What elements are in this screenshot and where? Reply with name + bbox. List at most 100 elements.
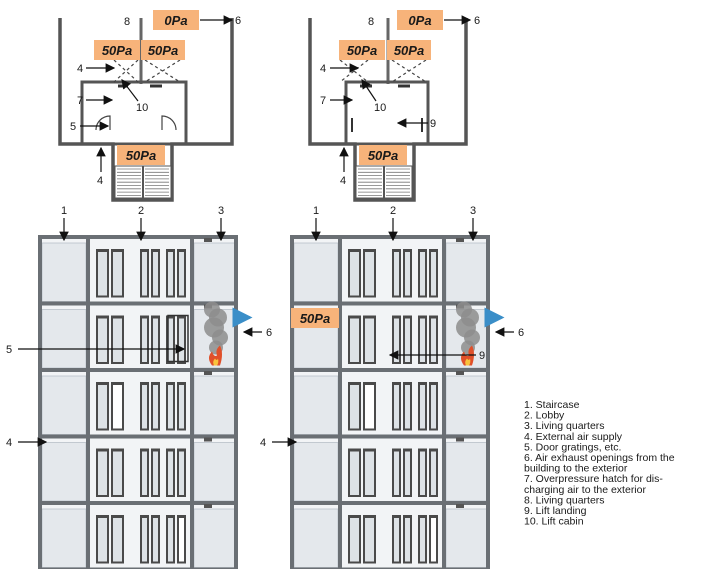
lobby-windows (96, 249, 186, 298)
plan-left-shaft-outline (58, 18, 234, 202)
plan-right-label-8: 8 (368, 16, 374, 28)
elev-left-label-4: 4 (6, 437, 12, 449)
svg-text:50Pa: 50Pa (347, 43, 377, 58)
svg-text:50Pa: 50Pa (300, 311, 330, 326)
plan-left-stair-pressure: 50Pa (117, 145, 165, 165)
elev-right-label-4: 4 (260, 437, 266, 449)
plan-left-label-4b: 4 (97, 175, 103, 187)
staircase-cell (41, 242, 87, 302)
plan-left-shaft-pressure-1: 50Pa (94, 40, 140, 60)
legend-item: 5. Door gratings, etc. (524, 441, 621, 453)
svg-text:50Pa: 50Pa (368, 148, 398, 163)
elev-left-label-1: 1 (61, 205, 67, 217)
elev-left-label-6: 6 (266, 327, 272, 339)
plan-left: 0Pa 50Pa 50Pa 50Pa 8 6 4 7 10 5 4 (58, 10, 241, 202)
elev-right-label-2: 2 (390, 205, 396, 217)
plan-left-label-8: 8 (124, 16, 130, 28)
legend-item: 7. Overpressure hatch for dis- (524, 473, 663, 485)
staircase-cell (293, 508, 339, 568)
elev-right-label-6: 6 (518, 327, 524, 339)
living-quarters-cell (445, 242, 489, 302)
plan-left-door-right (161, 115, 177, 131)
legend-item: 9. Lift landing (524, 505, 587, 517)
legend-item: 6. Air exhaust openings from the (524, 452, 675, 464)
lobby-windows (348, 515, 438, 564)
plan-right-label-9: 9 (430, 118, 436, 130)
legend-item: 10. Lift cabin (524, 516, 584, 528)
smoke-fire (204, 301, 228, 366)
living-quarters-cell (445, 508, 489, 568)
elev-left-label-3: 3 (218, 205, 224, 217)
plan-left-door-left (95, 115, 111, 131)
plan-right-shaft-outline (308, 18, 468, 202)
plan-right-shaft-pressure-2: 50Pa (387, 40, 431, 60)
staircase-cell (41, 508, 87, 568)
plan-right-label-4: 4 (320, 63, 326, 75)
plan-right-label-4b: 4 (340, 175, 346, 187)
plan-right: 0Pa 50Pa 50Pa 50Pa 8 6 4 7 10 9 4 (308, 10, 480, 202)
lobby-windows (348, 315, 438, 364)
svg-text:50Pa: 50Pa (102, 43, 132, 58)
plan-left-lobby (80, 80, 188, 146)
staircase-cell (41, 375, 87, 435)
legend-item: 2. Lobby (524, 410, 565, 422)
plan-right-shaft-pressure-1: 50Pa (339, 40, 385, 60)
elev-left-label-2: 2 (138, 205, 144, 217)
legend-item: building to the exterior (524, 463, 628, 475)
lobby-windows (348, 448, 438, 497)
living-quarters-cell (445, 442, 489, 502)
living-quarters-cell (193, 442, 237, 502)
plan-right-lobby (344, 80, 430, 146)
legend-item: 3. Living quarters (524, 420, 605, 432)
plan-left-cabin-left (113, 59, 139, 83)
lobby-windows (348, 249, 438, 298)
elev-right-label-3: 3 (470, 205, 476, 217)
elev-right-label-1: 1 (313, 205, 319, 217)
legend-item: 1. Staircase (524, 399, 580, 411)
plan-left-label-6: 6 (235, 15, 241, 27)
elevation-left (38, 235, 253, 569)
plan-left-label-7: 7 (77, 95, 83, 107)
plan-right-stair-pressure: 50Pa (359, 145, 407, 165)
living-quarters-cell (193, 375, 237, 435)
svg-text:0Pa: 0Pa (164, 13, 187, 28)
staircase-cell (293, 442, 339, 502)
svg-text:50Pa: 50Pa (394, 43, 424, 58)
living-quarters-cell (193, 508, 237, 568)
svg-text:50Pa: 50Pa (148, 43, 178, 58)
elev-right-pressure: 50Pa (291, 308, 339, 328)
svg-text:0Pa: 0Pa (408, 13, 431, 28)
svg-text:50Pa: 50Pa (126, 148, 156, 163)
staircase-cell (293, 242, 339, 302)
plan-right-cabin-left (339, 59, 369, 83)
plan-right-label-7: 7 (320, 95, 326, 107)
lobby-windows (348, 382, 438, 431)
staircase-cell (293, 375, 339, 435)
legend-item: 4. External air supply (524, 431, 623, 443)
plan-right-label-10: 10 (374, 102, 386, 114)
staircase-cell (41, 309, 87, 369)
lobby-windows (96, 515, 186, 564)
plan-right-label-6: 6 (474, 15, 480, 27)
lobby-windows (96, 315, 186, 364)
lobby-windows (96, 382, 186, 431)
plan-left-cabin-right (144, 59, 181, 83)
plan-left-label-4: 4 (77, 63, 83, 75)
smoke-fire (456, 301, 480, 366)
plan-left-top-pressure: 0Pa (153, 10, 199, 30)
staircase-cell (41, 442, 87, 502)
plan-left-label-5: 5 (70, 121, 76, 133)
plan-left-shaft-pressure-2: 50Pa (141, 40, 185, 60)
living-quarters-cell (445, 375, 489, 435)
plan-right-cabin-right (391, 59, 427, 83)
plan-right-top-pressure: 0Pa (397, 10, 443, 30)
plan-left-label-10: 10 (136, 102, 148, 114)
living-quarters-cell (193, 242, 237, 302)
elevation-right (290, 235, 505, 569)
legend-item: 8. Living quarters (524, 494, 605, 506)
elev-right-label-9: 9 (479, 350, 485, 362)
legend-item: charging air to the exterior (524, 484, 646, 496)
elev-left-label-5: 5 (6, 344, 12, 356)
lobby-windows (96, 448, 186, 497)
